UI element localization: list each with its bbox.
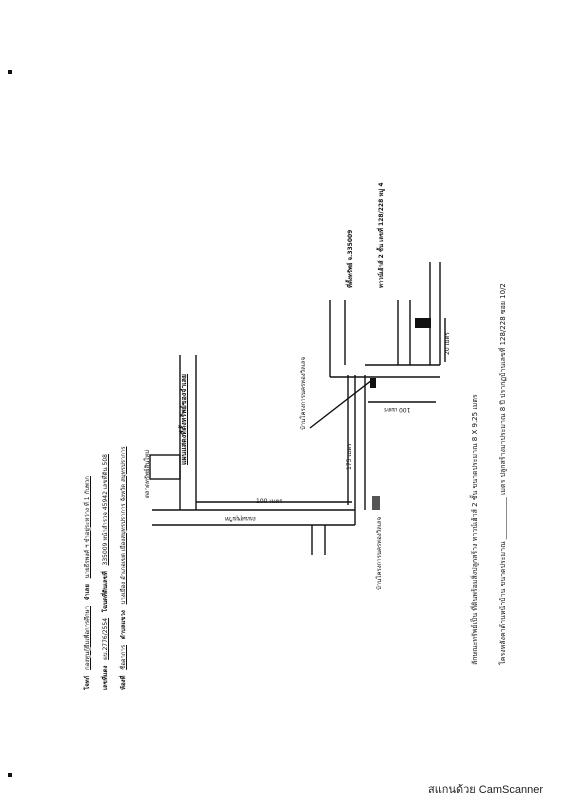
margin-mark-top	[8, 70, 12, 74]
asset-label-line1: ที่ตั้งทรัพย์ จ.335009	[347, 229, 354, 288]
road-name-label: ถนนสุขุมวิท	[225, 515, 256, 522]
margin-mark-bottom	[8, 773, 12, 777]
project-label-a: บ้านโครงการนครทองวิลเลจ	[300, 356, 307, 430]
market-building	[149, 454, 181, 480]
project-marker-b	[372, 496, 380, 510]
scanner-footer: สแกนด้วย CamScanner	[428, 784, 544, 796]
market-label: ตลาดทรัพย์สินใหม่	[144, 449, 151, 498]
construction-details: โครงหลังคาด้านหน้าบ้าน ขนาดประมาณ ______…	[499, 283, 507, 665]
leader-line	[309, 379, 373, 429]
property-description: ลักษณะทรัพย์เป็น ที่ดินพร้อมสิ่งปลูกสร้า…	[471, 394, 479, 665]
distance-label-20: 20 เมตร	[444, 332, 451, 355]
distance-label-100a: 100 เมตร	[256, 498, 283, 505]
project-marker-a	[370, 378, 376, 388]
distance-label-100b: 100 เมตร	[384, 406, 411, 413]
distance-label-175: 175 เมตร	[346, 443, 353, 470]
asset-marker	[415, 318, 431, 328]
asset-label-line2: ทาวน์เฮ้าส์ 2 ชั้น เลขที่ 128/228 หมู่ 4	[378, 182, 385, 288]
project-label-b: บ้านโครงการนครทองวิลเลจ	[376, 516, 383, 590]
